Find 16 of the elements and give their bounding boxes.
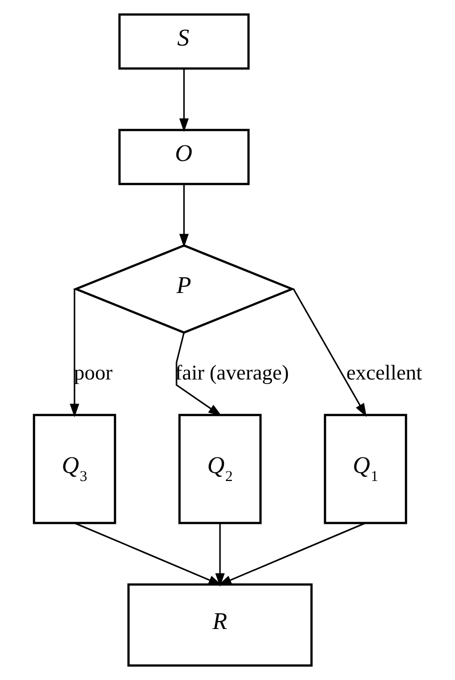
- arrow: [179, 68, 189, 132]
- node-diamond: P: [72, 244, 296, 334]
- node-box: Q$_{1}$: [324, 414, 408, 524]
- node-box: Q$_{2}$: [178, 414, 262, 524]
- arrow: [215, 523, 225, 587]
- arrow: [70, 289, 80, 418]
- edge-label: poor: [74, 360, 112, 384]
- node-box: Q$_{3}$: [32, 414, 116, 524]
- edge-label: excellent: [346, 360, 422, 384]
- arrow: [74, 522, 222, 586]
- arrow: [179, 184, 189, 248]
- node-box: R: [127, 583, 313, 667]
- node-box: O: [118, 128, 250, 186]
- node-box: S: [118, 13, 250, 70]
- arrow: [292, 288, 367, 417]
- arrow: [218, 522, 366, 586]
